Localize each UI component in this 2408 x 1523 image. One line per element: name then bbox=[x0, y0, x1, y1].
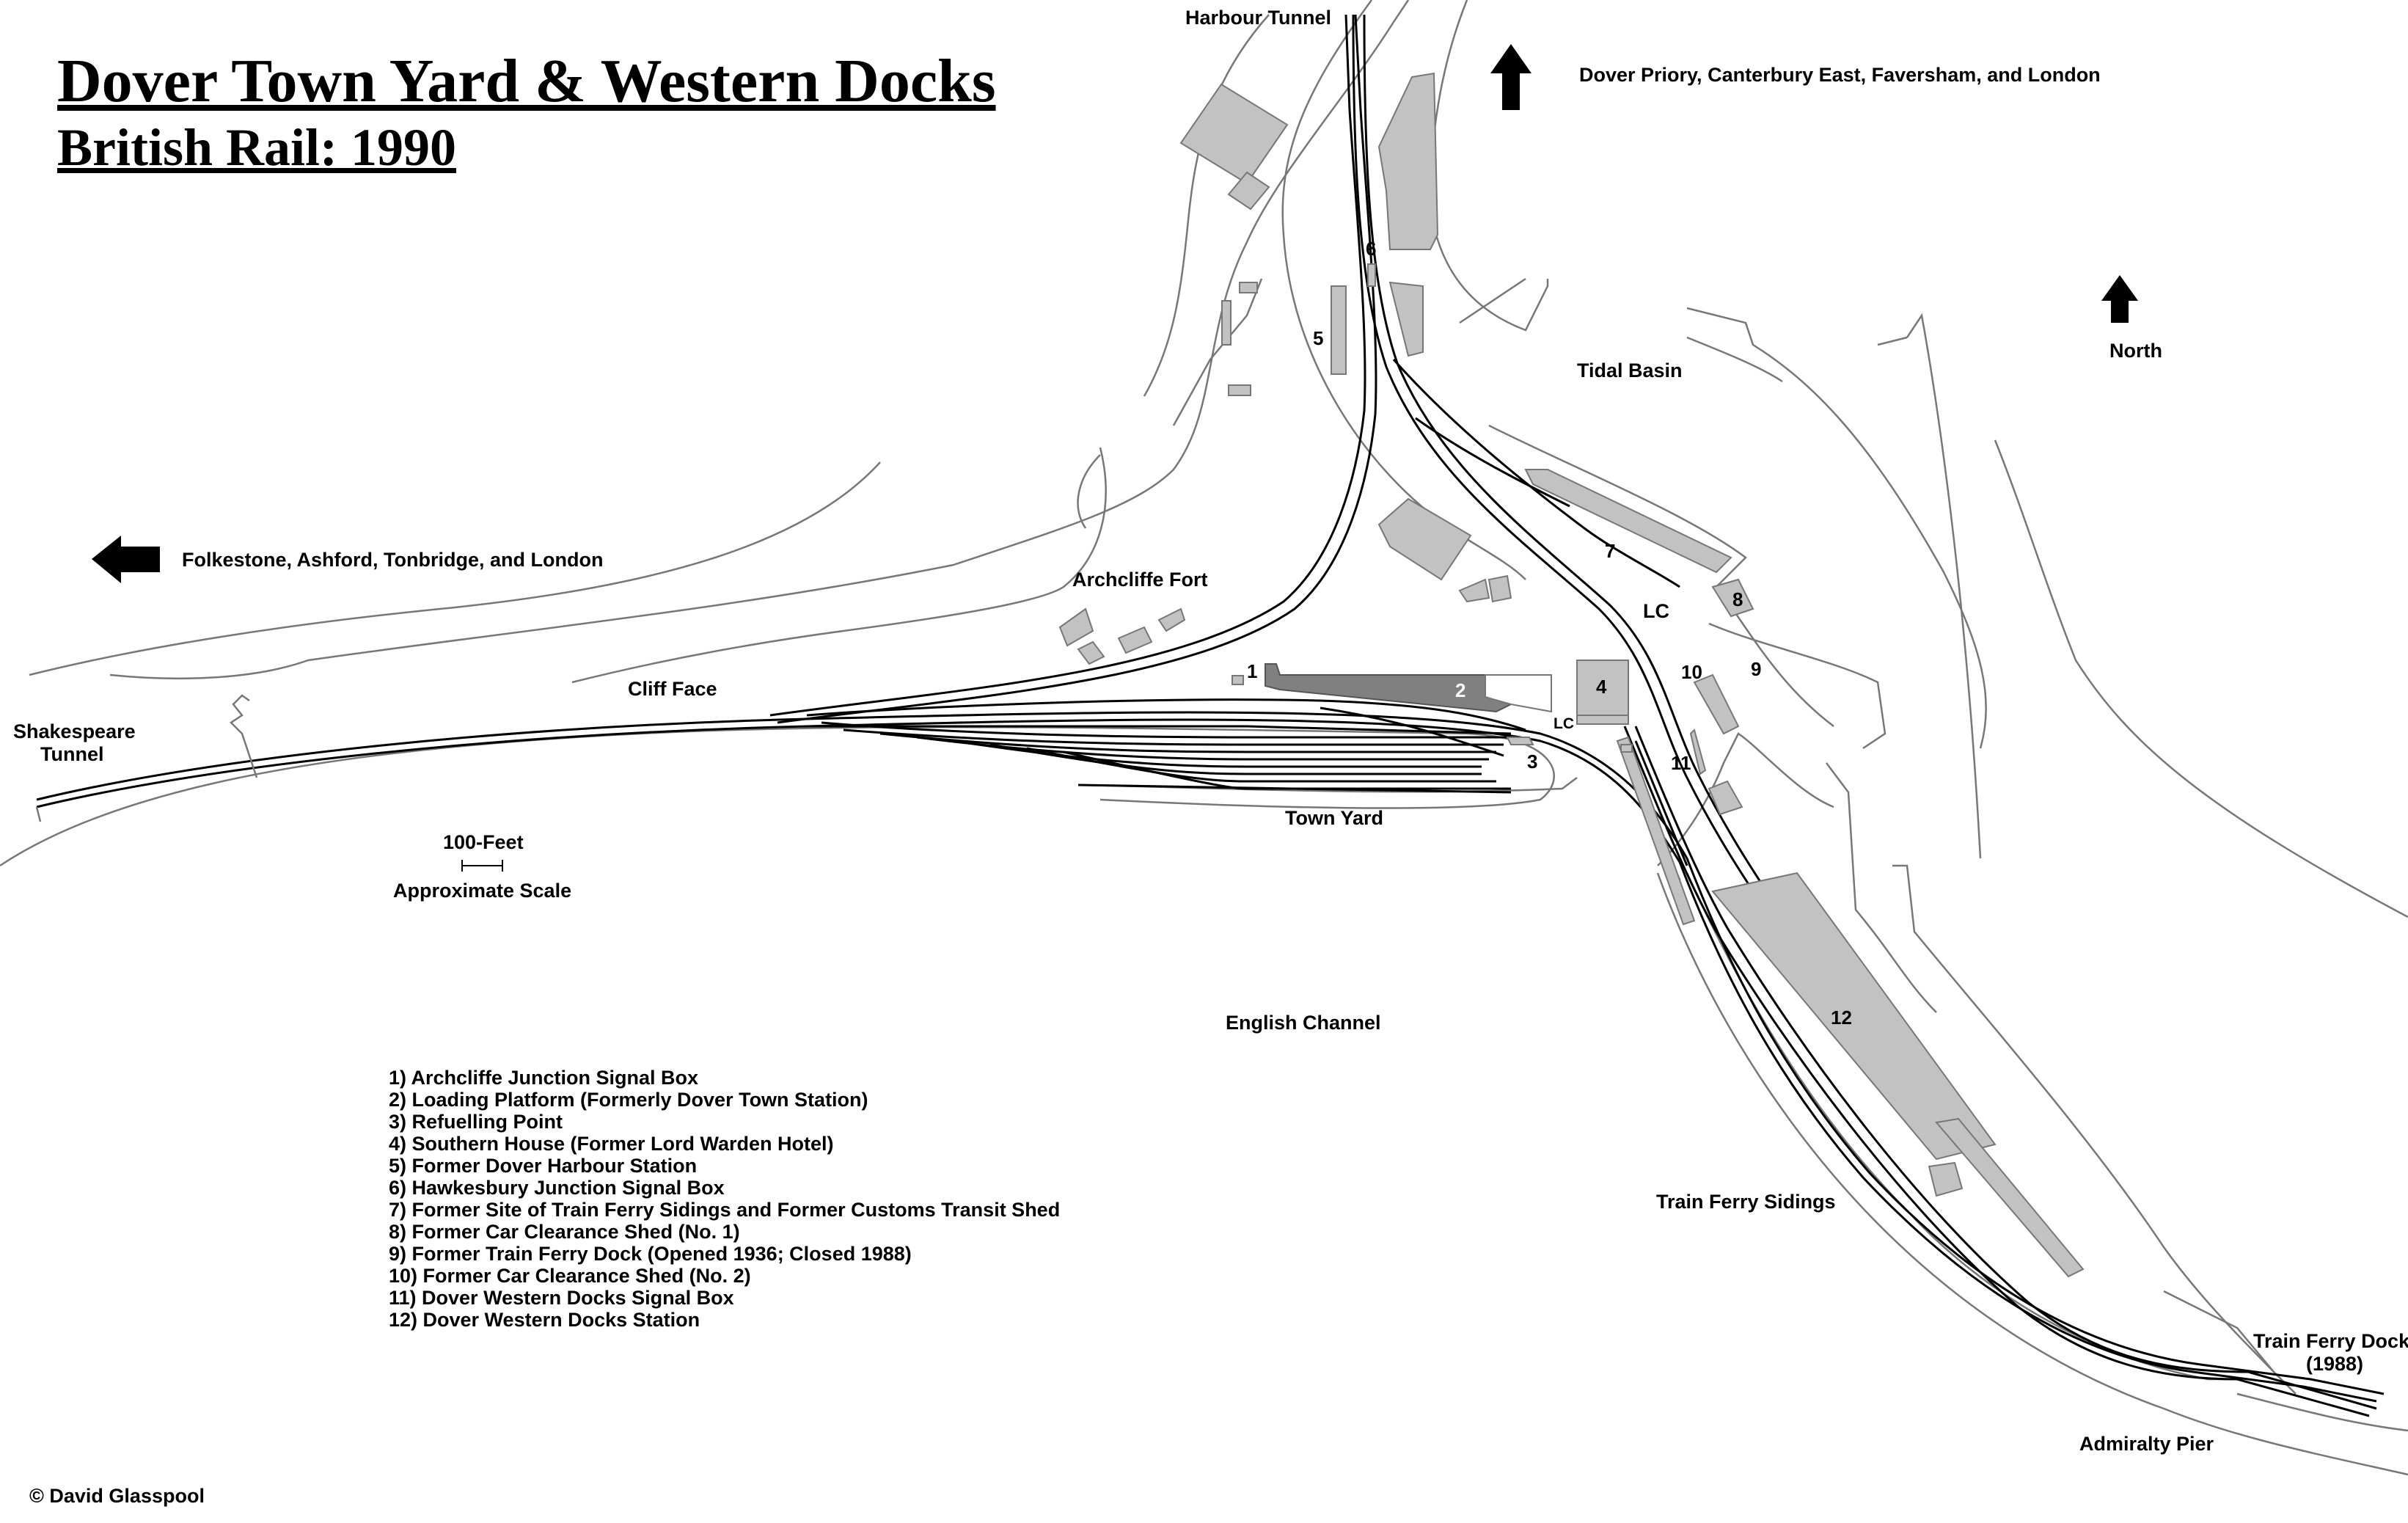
legend-item: 6) Hawkesbury Junction Signal Box bbox=[389, 1177, 725, 1199]
legend: 1) Archcliffe Junction Signal Box 2) Loa… bbox=[389, 1067, 1060, 1331]
label-train-ferry-dock: Train Ferry Dock bbox=[2253, 1330, 2408, 1352]
marker-10: 10 bbox=[1681, 661, 1702, 683]
railway-tracks bbox=[36, 14, 2385, 1417]
marker-12: 12 bbox=[1831, 1007, 1852, 1029]
legend-item: 1) Archcliffe Junction Signal Box bbox=[389, 1067, 699, 1089]
label-town-yard: Town Yard bbox=[1285, 807, 1383, 829]
legend-item: 9) Former Train Ferry Dock (Opened 1936;… bbox=[389, 1243, 912, 1265]
label-english-channel: English Channel bbox=[1226, 1012, 1381, 1034]
marker-2: 2 bbox=[1455, 679, 1465, 701]
legend-item: 3) Refuelling Point bbox=[389, 1111, 563, 1133]
arrow-west-icon bbox=[92, 536, 160, 583]
label-harbour-tunnel: Harbour Tunnel bbox=[1185, 7, 1331, 29]
label-shakespeare-tunnel: Shakespeare bbox=[13, 720, 136, 742]
map-subtitle: British Rail: 1990 bbox=[57, 118, 457, 177]
arrow-north-east-icon bbox=[1490, 44, 1531, 110]
legend-item: 8) Former Car Clearance Shed (No. 1) bbox=[389, 1221, 740, 1243]
scale-bar bbox=[461, 860, 503, 872]
marker-7: 7 bbox=[1605, 540, 1615, 562]
marker-5: 5 bbox=[1313, 327, 1323, 349]
legend-item: 10) Former Car Clearance Shed (No. 2) bbox=[389, 1265, 751, 1287]
label-tidal-basin: Tidal Basin bbox=[1577, 359, 1683, 381]
scale-caption: Approximate Scale bbox=[393, 880, 571, 902]
label-north: North bbox=[2109, 340, 2162, 362]
scale-value: 100-Feet bbox=[443, 831, 524, 853]
label-train-ferry-dock-year: (1988) bbox=[2306, 1353, 2363, 1375]
legend-item: 11) Dover Western Docks Signal Box bbox=[389, 1287, 734, 1309]
marker-8: 8 bbox=[1732, 588, 1743, 610]
label-shakespeare-tunnel-2: Tunnel bbox=[40, 743, 103, 765]
label-cliff-face: Cliff Face bbox=[628, 678, 717, 700]
label-west-destinations: Folkestone, Ashford, Tonbridge, and Lond… bbox=[182, 549, 603, 571]
marker-3: 3 bbox=[1527, 750, 1537, 773]
label-east-destinations: Dover Priory, Canterbury East, Faversham… bbox=[1579, 64, 2101, 86]
cliff-path bbox=[230, 694, 258, 778]
legend-item: 12) Dover Western Docks Station bbox=[389, 1309, 700, 1331]
north-arrow-icon bbox=[2101, 275, 2138, 323]
legend-item: 5) Former Dover Harbour Station bbox=[389, 1155, 698, 1177]
label-archcliffe-fort: Archcliffe Fort bbox=[1072, 569, 1208, 591]
marker-9: 9 bbox=[1751, 658, 1761, 680]
marker-1: 1 bbox=[1247, 660, 1257, 682]
map-title: Dover Town Yard & Western Docks bbox=[57, 47, 996, 115]
label-train-ferry-sidings: Train Ferry Sidings bbox=[1656, 1191, 1836, 1213]
label-admiralty-pier: Admiralty Pier bbox=[2079, 1433, 2214, 1455]
buildings bbox=[1058, 72, 2085, 1278]
marker-11: 11 bbox=[1671, 752, 1691, 774]
copyright-credit: © David Glasspool bbox=[29, 1485, 205, 1507]
marker-4: 4 bbox=[1596, 676, 1607, 698]
label-level-crossing: LC bbox=[1643, 600, 1669, 622]
legend-item: 2) Loading Platform (Formerly Dover Town… bbox=[389, 1089, 868, 1111]
marker-6: 6 bbox=[1366, 238, 1376, 260]
legend-item: 7) Former Site of Train Ferry Sidings an… bbox=[389, 1199, 1061, 1221]
legend-item: 4) Southern House (Former Lord Warden Ho… bbox=[389, 1133, 834, 1155]
label-level-crossing-small: LC bbox=[1554, 715, 1574, 732]
